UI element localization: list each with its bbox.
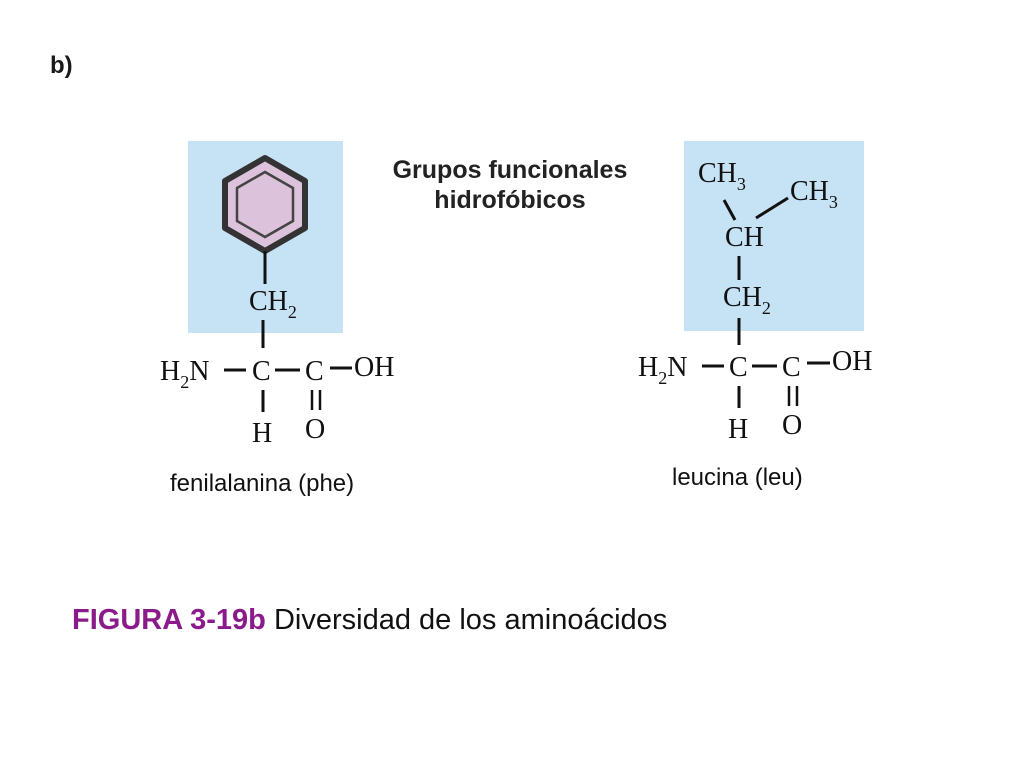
leucine-name: leucina (leu) [672, 464, 803, 491]
leu-methyl-2: CH3 [790, 176, 838, 212]
figure-caption: FIGURA 3-19b Diversidad de los aminoácid… [72, 604, 667, 637]
benzene-ring-icon [222, 155, 308, 254]
leu-carbonyl-oxygen: O [782, 410, 802, 441]
leu-amine-sub: 2 [658, 368, 667, 388]
functional-group-caption-line-2: hidrofóbicos [434, 186, 586, 214]
phe-amine-sub: 2 [180, 372, 189, 392]
phe-alpha-hydrogen: H [252, 418, 272, 449]
phe-hydroxyl: OH [354, 352, 394, 383]
leu-ch2-sub: 2 [762, 298, 771, 318]
leu-ch2-ch: CH [723, 282, 762, 313]
phe-alpha-carbon: C [252, 356, 271, 387]
phe-ch2-sub: 2 [288, 302, 297, 322]
leu-side-chain-highlight [684, 141, 864, 331]
leu-methyl-2-sub: 3 [829, 192, 838, 212]
leu-bond-methyl-1 [722, 199, 737, 221]
figure-caption-label: FIGURA 3-19b [72, 604, 266, 636]
leu-methyl-2-ch: CH [790, 176, 829, 207]
panel-label: b) [50, 52, 73, 79]
functional-group-caption: Grupos funcionales hidrofóbicos [360, 155, 660, 215]
leu-alpha-carbon: C [729, 352, 748, 383]
phe-carbonyl-oxygen: O [305, 414, 325, 445]
leu-hydroxyl: OH [832, 346, 872, 377]
figure-caption-text: Diversidad de los aminoácidos [265, 604, 668, 636]
leu-carboxyl-carbon: C [782, 352, 801, 383]
leu-ch2-label: CH2 [723, 282, 771, 318]
leu-amine-n: N [667, 352, 687, 383]
functional-group-caption-line-1: Grupos funcionales [392, 156, 628, 184]
phe-amine-group: H2N [160, 356, 209, 392]
leu-alpha-hydrogen: H [728, 414, 748, 445]
phe-amine-h: H [160, 356, 180, 387]
leu-methyl-1-sub: 3 [737, 174, 746, 194]
leu-amine-group: H2N [638, 352, 687, 388]
phe-ch2-label: CH2 [249, 286, 297, 322]
leu-bond-methyl-2 [755, 196, 789, 220]
phe-ch2-ch: CH [249, 286, 288, 317]
leu-amine-h: H [638, 352, 658, 383]
phe-carboxyl-carbon: C [305, 356, 324, 387]
leu-methyl-1: CH3 [698, 158, 746, 194]
leu-branch-ch: CH [725, 222, 764, 253]
phe-amine-n: N [189, 356, 209, 387]
phenylalanine-name: fenilalanina (phe) [170, 470, 355, 497]
leu-methyl-1-ch: CH [698, 158, 737, 189]
